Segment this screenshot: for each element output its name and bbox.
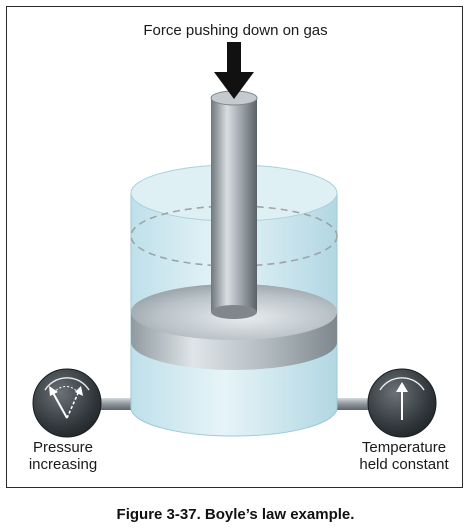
- right-pipe: [334, 398, 370, 410]
- temperature-label: Temperature held constant: [340, 439, 468, 473]
- temperature-gauge-icon: [367, 368, 437, 438]
- force-label: Force pushing down on gas: [143, 22, 328, 39]
- temperature-label-line1: Temperature: [361, 439, 447, 456]
- pressure-gauge-icon: [32, 368, 102, 438]
- boyles-law-illustration: [32, 42, 437, 438]
- piston-rod: [210, 90, 258, 319]
- pressure-label-line2: increasing: [28, 456, 98, 473]
- temperature-label-line2: held constant: [359, 456, 449, 473]
- left-pipe: [98, 398, 134, 410]
- down-arrow-icon: [214, 42, 254, 99]
- pressure-label: Pressure increasing: [8, 439, 118, 473]
- figure-caption: Figure 3-37. Boyle’s law example.: [116, 506, 355, 523]
- pressure-label-line1: Pressure: [32, 439, 94, 456]
